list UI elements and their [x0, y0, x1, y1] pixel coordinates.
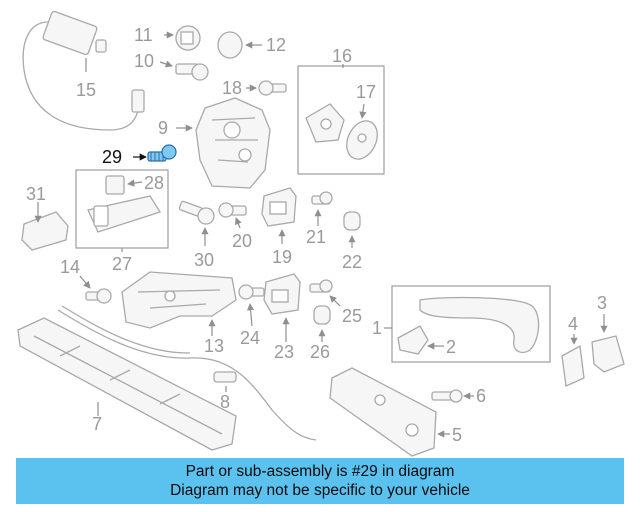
part-7-trim-panel [17, 317, 237, 451]
part-20-screw [218, 202, 247, 229]
callout-21: 21 [306, 227, 326, 247]
callout-18: 18 [222, 78, 242, 98]
callout-12: 12 [266, 35, 286, 55]
part-23-bracket [263, 273, 301, 342]
callout-19: 19 [272, 247, 292, 267]
part-6-screw [431, 389, 474, 403]
callout-25: 25 [342, 306, 362, 326]
banner-line-1: Part or sub-assembly is #29 in diagram [185, 463, 455, 480]
part-25-screw [309, 279, 341, 307]
part-3-cap [591, 314, 625, 373]
part-5-reinforcement [329, 367, 450, 457]
part-10-bolt [159, 60, 209, 81]
banner-line-2: Diagram may not be specific to your vehi… [170, 482, 470, 499]
part-13-bracket [121, 271, 237, 336]
callout-4: 4 [568, 314, 578, 334]
callout-27: 27 [112, 254, 132, 274]
part-26-cap [313, 305, 331, 342]
callout-7: 7 [92, 414, 102, 434]
callout-5: 5 [452, 425, 462, 445]
part-29-bolt [133, 144, 177, 162]
callout-11: 11 [134, 25, 153, 45]
part-16-box [297, 64, 385, 175]
part-21-screw [311, 191, 333, 226]
callout-22: 22 [342, 252, 362, 272]
part-27-box [75, 169, 169, 252]
part-12-plug [217, 31, 262, 59]
callout-29: 29 [102, 147, 122, 167]
callout-1: 1 [372, 318, 382, 338]
callout-15: 15 [76, 80, 96, 100]
part-8-cable [57, 305, 317, 441]
callout-14: 14 [60, 257, 80, 277]
part-24-screw [238, 284, 265, 327]
part-15-cable [22, 10, 145, 131]
part-1-box [384, 285, 551, 363]
part-9-latch [176, 97, 271, 189]
part-22-cap [343, 211, 361, 248]
part-11-clip [164, 25, 201, 51]
callout-2: 2 [446, 337, 456, 357]
callout-6: 6 [476, 386, 486, 406]
callout-28: 28 [144, 173, 164, 193]
callout-9: 9 [158, 118, 168, 138]
part-19-bracket [261, 187, 297, 244]
callout-31: 31 [26, 184, 46, 204]
callout-10: 10 [134, 51, 154, 71]
part-18-screw [246, 80, 287, 96]
info-banner: Part or sub-assembly is #29 in diagram D… [16, 458, 624, 504]
part-14-bolt [79, 275, 112, 304]
callout-16: 16 [332, 46, 352, 66]
callout-26: 26 [310, 342, 330, 362]
callout-13: 13 [204, 336, 224, 356]
part-4-cover [561, 334, 585, 387]
callout-8: 8 [220, 392, 230, 412]
part-30-bolt [178, 200, 215, 246]
part-31-plug [21, 202, 69, 251]
callout-24: 24 [240, 328, 260, 348]
callout-3: 3 [597, 293, 607, 313]
callout-30: 30 [194, 250, 214, 270]
callout-23: 23 [274, 342, 294, 362]
callout-20: 20 [232, 231, 252, 251]
callout-17: 17 [356, 82, 376, 102]
